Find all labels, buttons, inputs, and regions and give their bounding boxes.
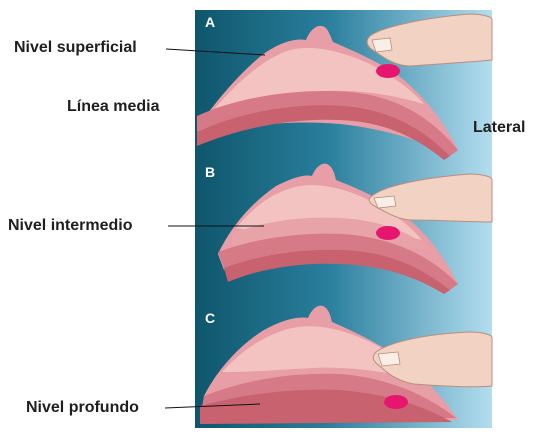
label-lateral: Lateral — [473, 119, 525, 137]
label-deep-level: Nivel profundo — [26, 399, 139, 417]
label-superficial-level: Nivel superficial — [14, 39, 137, 57]
lump-marker-icon — [376, 226, 400, 240]
lump-marker-icon — [384, 395, 408, 409]
lump-marker-icon — [376, 64, 400, 78]
panel-letter-c: C — [205, 310, 215, 326]
panel-letter-b: B — [205, 164, 215, 180]
panel-letter-a: A — [205, 14, 215, 30]
label-intermediate-level: Nivel intermedio — [8, 217, 132, 235]
label-midline: Línea media — [67, 98, 159, 116]
